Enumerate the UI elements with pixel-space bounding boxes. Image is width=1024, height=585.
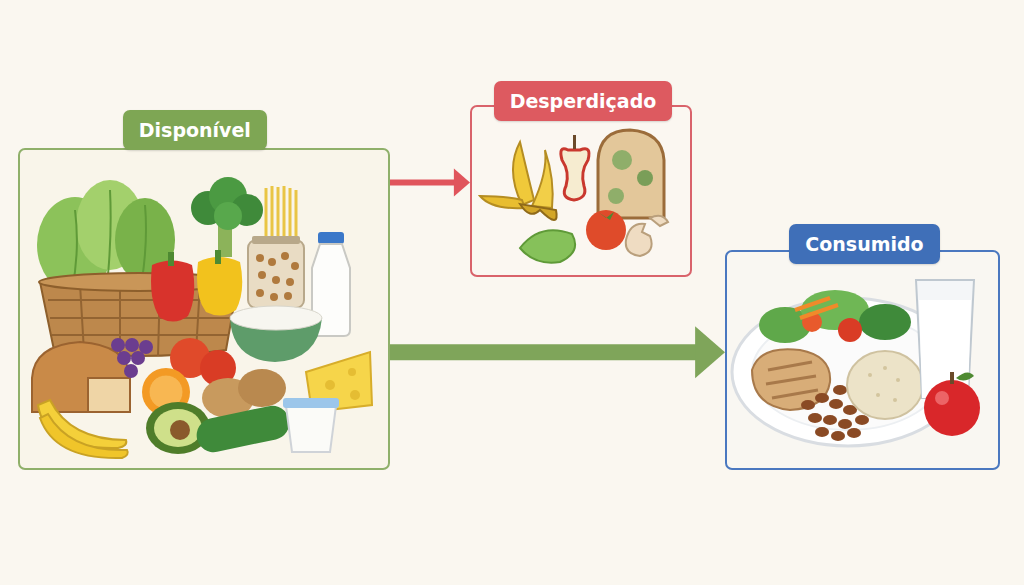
flow-arrow bbox=[390, 168, 470, 196]
box-ground bbox=[471, 106, 691, 276]
arrow-shaft bbox=[390, 179, 455, 185]
food-box: Consumido bbox=[725, 250, 1000, 470]
food-box: Disponível bbox=[18, 148, 390, 470]
box-ground bbox=[726, 251, 999, 469]
arrow-head bbox=[695, 326, 725, 378]
box-heading: Desperdiçado bbox=[494, 81, 673, 121]
food-box: Desperdiçado bbox=[470, 105, 692, 277]
box-heading: Consumido bbox=[789, 224, 939, 264]
available-food bbox=[32, 177, 372, 458]
wasted-food bbox=[480, 130, 668, 263]
consumed-meal bbox=[732, 280, 980, 446]
box-ground bbox=[19, 149, 389, 469]
arrow-shaft bbox=[390, 344, 696, 360]
box-heading: Disponível bbox=[123, 110, 267, 150]
arrow-head bbox=[454, 168, 470, 196]
flow-arrow bbox=[390, 326, 725, 378]
